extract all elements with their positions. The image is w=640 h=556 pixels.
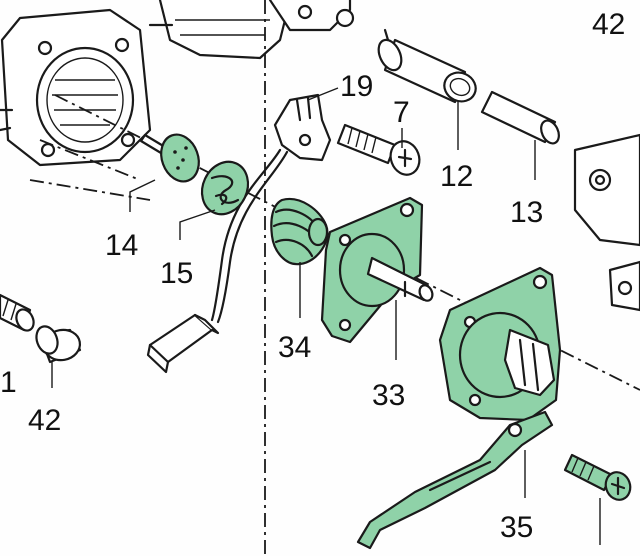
- connector-plug: [146, 313, 220, 374]
- callout-labels: 42 19 7 12 13 14 15 34 33 35 42 1: [0, 8, 625, 544]
- label-14: 14: [105, 229, 138, 262]
- part-33-gasket: [320, 196, 434, 344]
- label-13: 13: [510, 196, 543, 229]
- part-14-valve: [139, 133, 200, 183]
- part-35-housing: [356, 266, 562, 550]
- label-35: 35: [500, 511, 533, 544]
- label-1: 1: [0, 366, 17, 399]
- part-screw-bottom: [563, 453, 632, 501]
- part-13-pin: [480, 90, 560, 145]
- label-19: 19: [340, 70, 373, 103]
- upper-mechanism: [148, 0, 355, 60]
- label-34: 34: [278, 331, 311, 364]
- right-bracket: [573, 133, 640, 312]
- label-12: 12: [440, 160, 473, 193]
- part-19-sensor-bracket: [210, 93, 332, 324]
- throttle-body-housing: [0, 8, 152, 167]
- leader-lines: [51, 87, 601, 545]
- part-15-disc: [200, 160, 250, 216]
- part-42-cap-lower: [35, 325, 82, 364]
- label-7: 7: [393, 96, 410, 129]
- label-42-top: 42: [592, 8, 625, 41]
- label-33: 33: [372, 379, 405, 412]
- label-15: 15: [160, 257, 193, 290]
- part-34-grommet: [270, 197, 329, 266]
- part-12-cylinder: [377, 28, 477, 104]
- part-7-screw: [336, 123, 421, 176]
- left-bolt: [0, 293, 35, 332]
- label-42-bottom: 42: [28, 404, 61, 437]
